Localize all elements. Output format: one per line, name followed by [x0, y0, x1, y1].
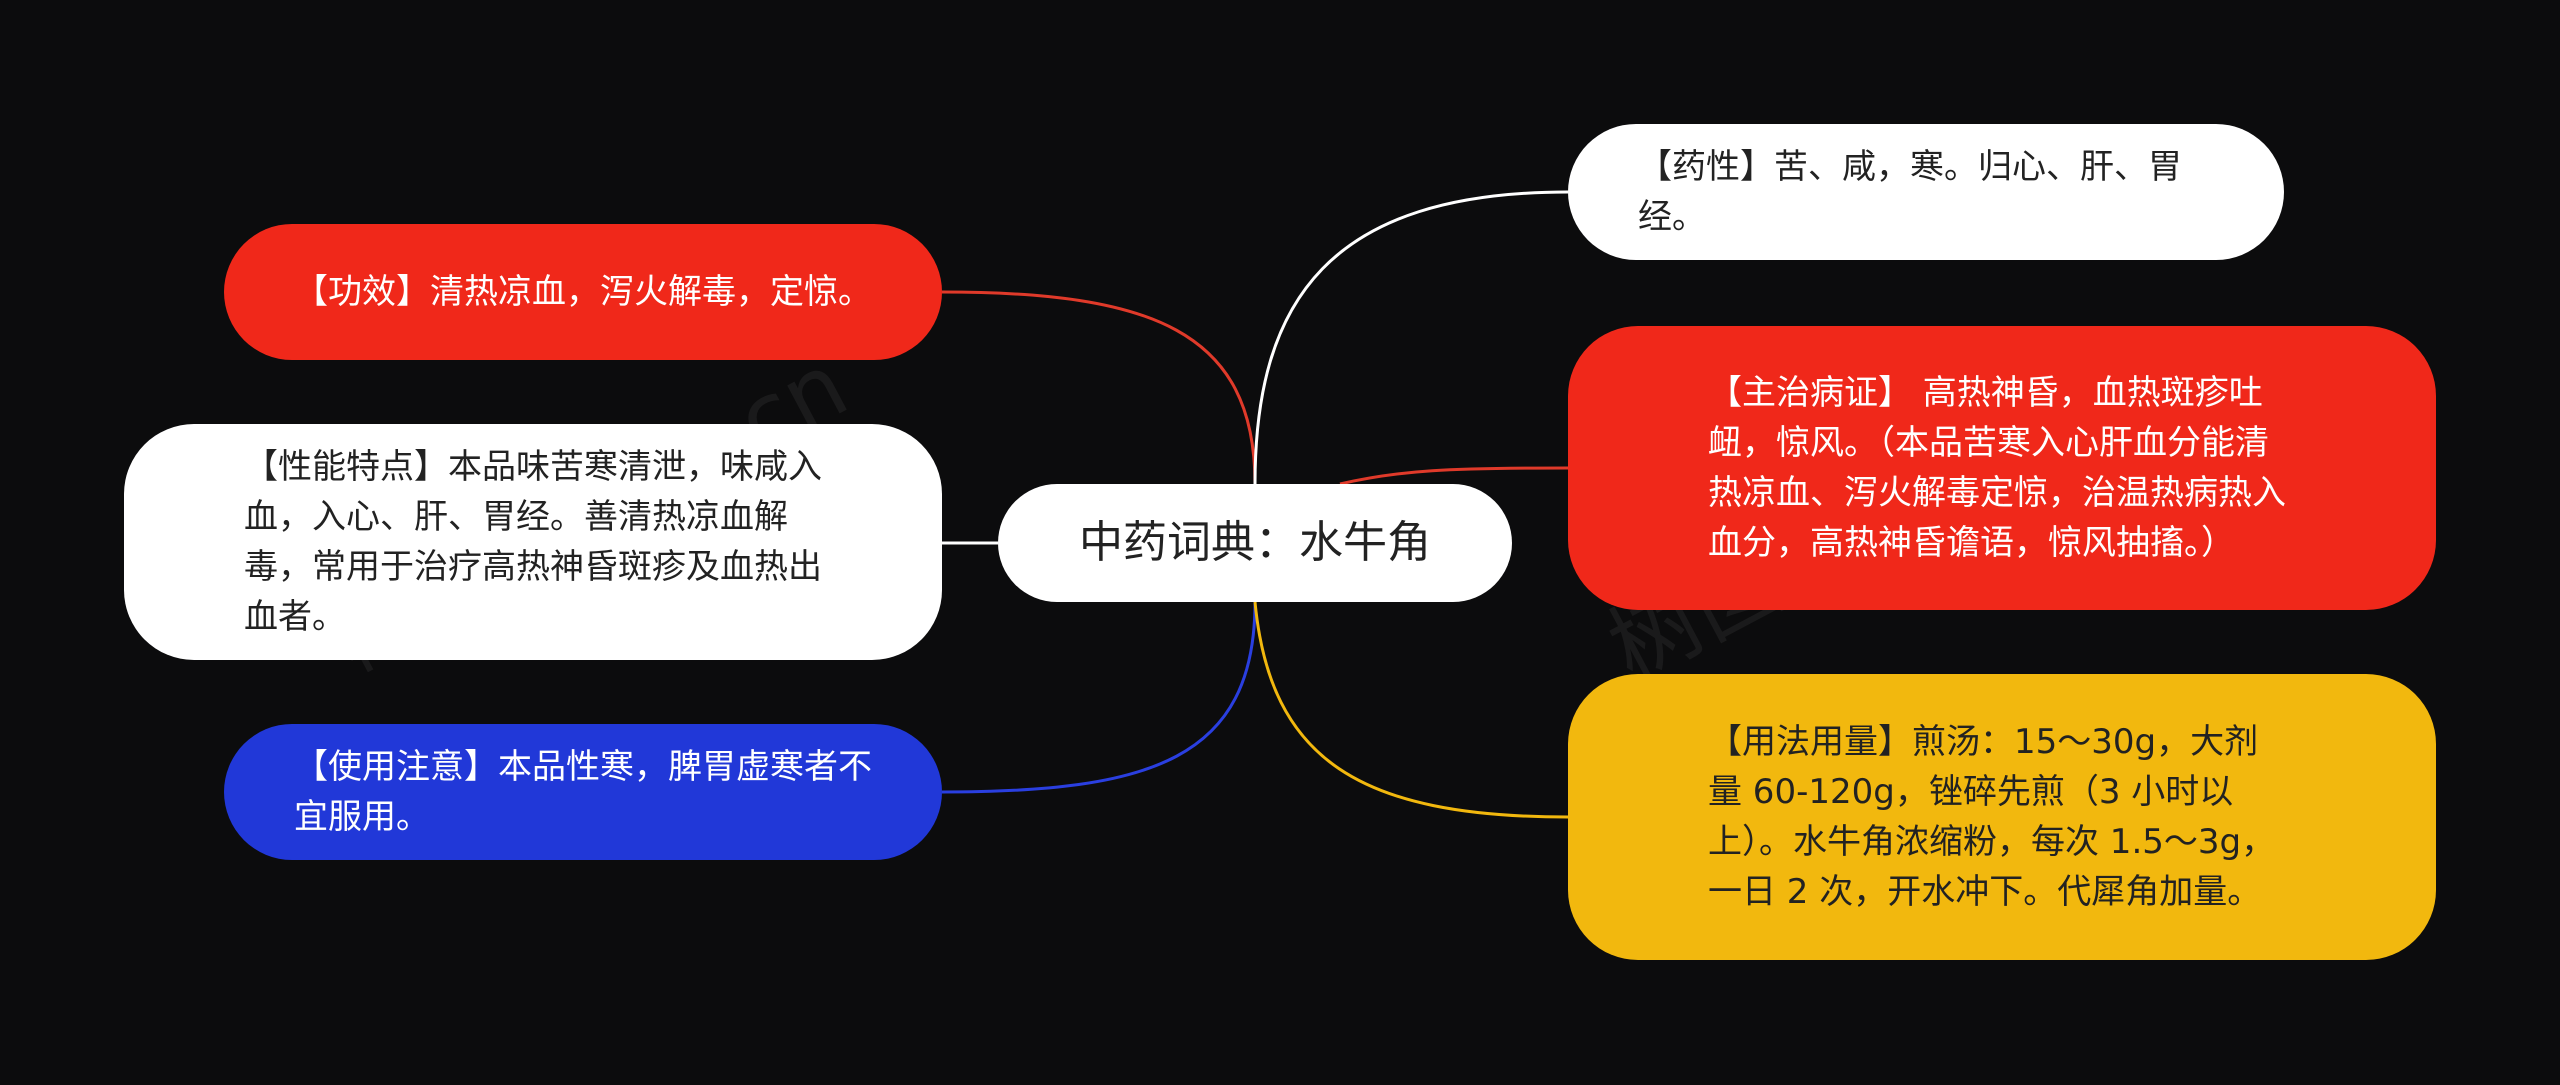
topic-precautions-text: 【使用注意】本品性寒，脾胃虚寒者不宜服用。: [294, 747, 872, 837]
central-topic-label: 中药词典：水牛角: [1079, 517, 1431, 568]
topic-characteristics-text: 【性能特点】本品味苦寒清泄，味咸入血，入心、肝、胃经。善清热凉血解毒，常用于治疗…: [244, 447, 822, 637]
link-gongxiao: [941, 290, 1257, 485]
topic-dosage-text: 【用法用量】煎汤：15～30g，大剂量 60-120g，锉碎先煎（3 小时以上）…: [1708, 722, 2276, 912]
link-yaoxing: [1253, 190, 1569, 485]
topic-dosage[interactable]: 【用法用量】煎汤：15～30g，大剂量 60-120g，锉碎先煎（3 小时以上）…: [1568, 674, 2436, 960]
topic-efficacy[interactable]: 【功效】清热凉血，泻火解毒，定惊。: [224, 224, 942, 360]
link-zhuzhi: [1339, 466, 1569, 486]
topic-properties-text: 【药性】苦、咸，寒。归心、肝、胃经。: [1638, 147, 2182, 237]
topic-properties[interactable]: 【药性】苦、咸，寒。归心、肝、胃经。: [1568, 124, 2284, 260]
topic-efficacy-text: 【功效】清热凉血，泻火解毒，定惊。: [294, 272, 872, 312]
topic-indications[interactable]: 【主治病证】 高热神昏，血热斑疹吐衄，惊风。（本品苦寒入心肝血分能清热凉血、泻火…: [1568, 326, 2436, 610]
topic-indications-text: 【主治病证】 高热神昏，血热斑疹吐衄，惊风。（本品苦寒入心肝血分能清热凉血、泻火…: [1708, 373, 2286, 563]
topic-characteristics[interactable]: 【性能特点】本品味苦寒清泄，味咸入血，入心、肝、胃经。善清热凉血解毒，常用于治疗…: [124, 424, 942, 660]
link-yongfa: [1253, 601, 1569, 819]
link-zhuyi: [941, 601, 1257, 794]
topic-precautions[interactable]: 【使用注意】本品性寒，脾胃虚寒者不宜服用。: [224, 724, 942, 860]
central-topic[interactable]: 中药词典：水牛角: [998, 484, 1512, 602]
